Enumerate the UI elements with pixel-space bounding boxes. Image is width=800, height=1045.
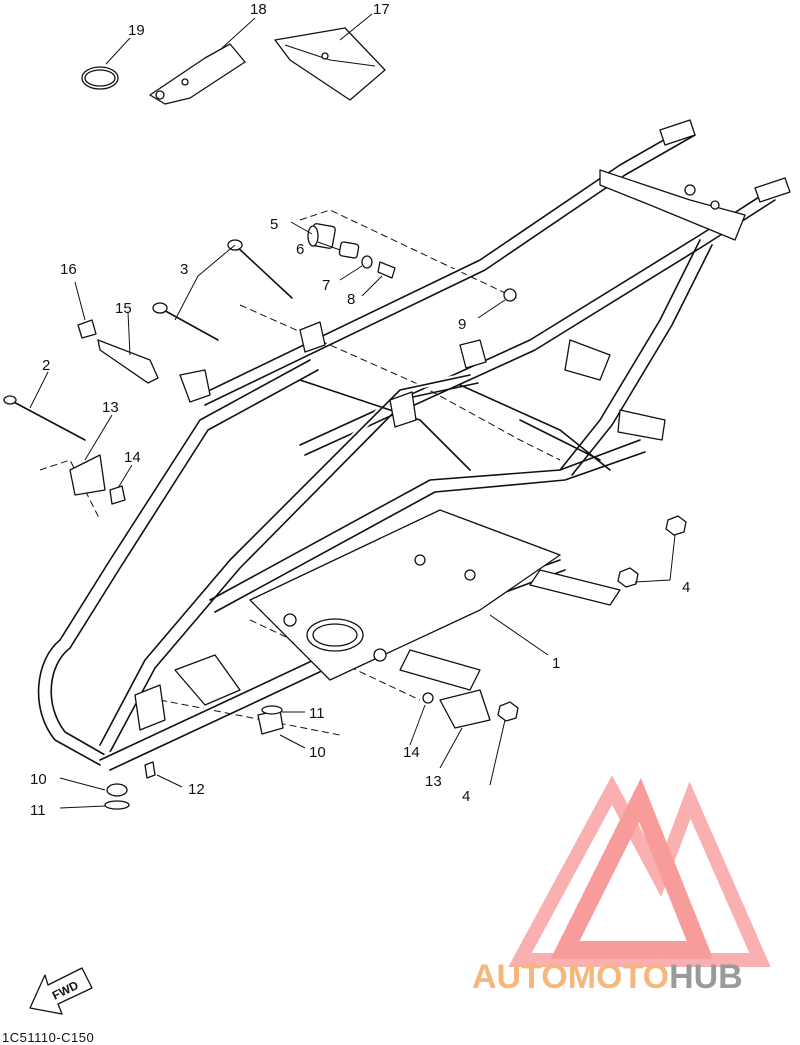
part-9-nut bbox=[477, 288, 517, 319]
callout-11-right: 11 bbox=[309, 705, 325, 722]
parts-13-14-right bbox=[409, 689, 491, 769]
callout-13-left: 13 bbox=[102, 399, 119, 416]
watermark-text-secondary: HUB bbox=[669, 958, 743, 996]
callout-13-right: 13 bbox=[425, 773, 442, 790]
parts-5-8-hardware bbox=[290, 221, 396, 297]
diagram-code: 1C51110-C150 bbox=[2, 1030, 95, 1045]
callout-15: 15 bbox=[115, 300, 132, 317]
callout-19: 19 bbox=[128, 22, 145, 39]
callout-2: 2 bbox=[42, 357, 50, 374]
callout-7: 7 bbox=[322, 277, 330, 294]
callout-12: 12 bbox=[188, 781, 205, 798]
main-frame bbox=[37, 119, 791, 771]
callout-14-right: 14 bbox=[403, 744, 420, 761]
callout-10-right: 10 bbox=[309, 744, 326, 761]
callout-14-left: 14 bbox=[124, 449, 141, 466]
part-17-pouch bbox=[274, 13, 386, 101]
parts-4-nuts bbox=[489, 515, 687, 786]
part-18-bracket bbox=[149, 17, 256, 105]
parts-3-bolts bbox=[152, 239, 293, 341]
callout-4-upper: 4 bbox=[682, 579, 690, 596]
parts-13-14-left bbox=[69, 414, 133, 505]
callout-4-lower: 4 bbox=[462, 788, 470, 805]
callouts: 19 18 17 5 6 7 8 3 16 15 9 2 13 14 4 1 1… bbox=[30, 1, 690, 819]
watermark-logo bbox=[508, 775, 771, 967]
parts-10-11-right bbox=[257, 705, 306, 749]
callout-18: 18 bbox=[250, 1, 267, 18]
leader-part-1 bbox=[489, 614, 549, 656]
part-16-15 bbox=[74, 281, 159, 384]
reference-lines bbox=[39, 209, 561, 736]
callout-10-left: 10 bbox=[30, 771, 47, 788]
callout-8: 8 bbox=[347, 291, 355, 308]
callout-1: 1 bbox=[552, 655, 560, 672]
callout-11-left: 11 bbox=[30, 802, 46, 819]
watermark-text-primary: AUTOMOTO bbox=[472, 958, 670, 996]
callout-16: 16 bbox=[60, 261, 77, 278]
callout-5: 5 bbox=[270, 216, 278, 233]
callout-9: 9 bbox=[458, 316, 466, 333]
part-2-bolt bbox=[3, 371, 86, 441]
callout-17: 17 bbox=[373, 1, 390, 18]
fwd-arrow-icon: FWD bbox=[29, 967, 93, 1015]
parts-10-11-12-left bbox=[59, 761, 183, 810]
part-19-oring bbox=[81, 37, 131, 90]
callout-3: 3 bbox=[180, 261, 188, 278]
watermark-brand: AUTOMOTOHUB bbox=[472, 958, 743, 997]
callout-6: 6 bbox=[296, 241, 304, 258]
